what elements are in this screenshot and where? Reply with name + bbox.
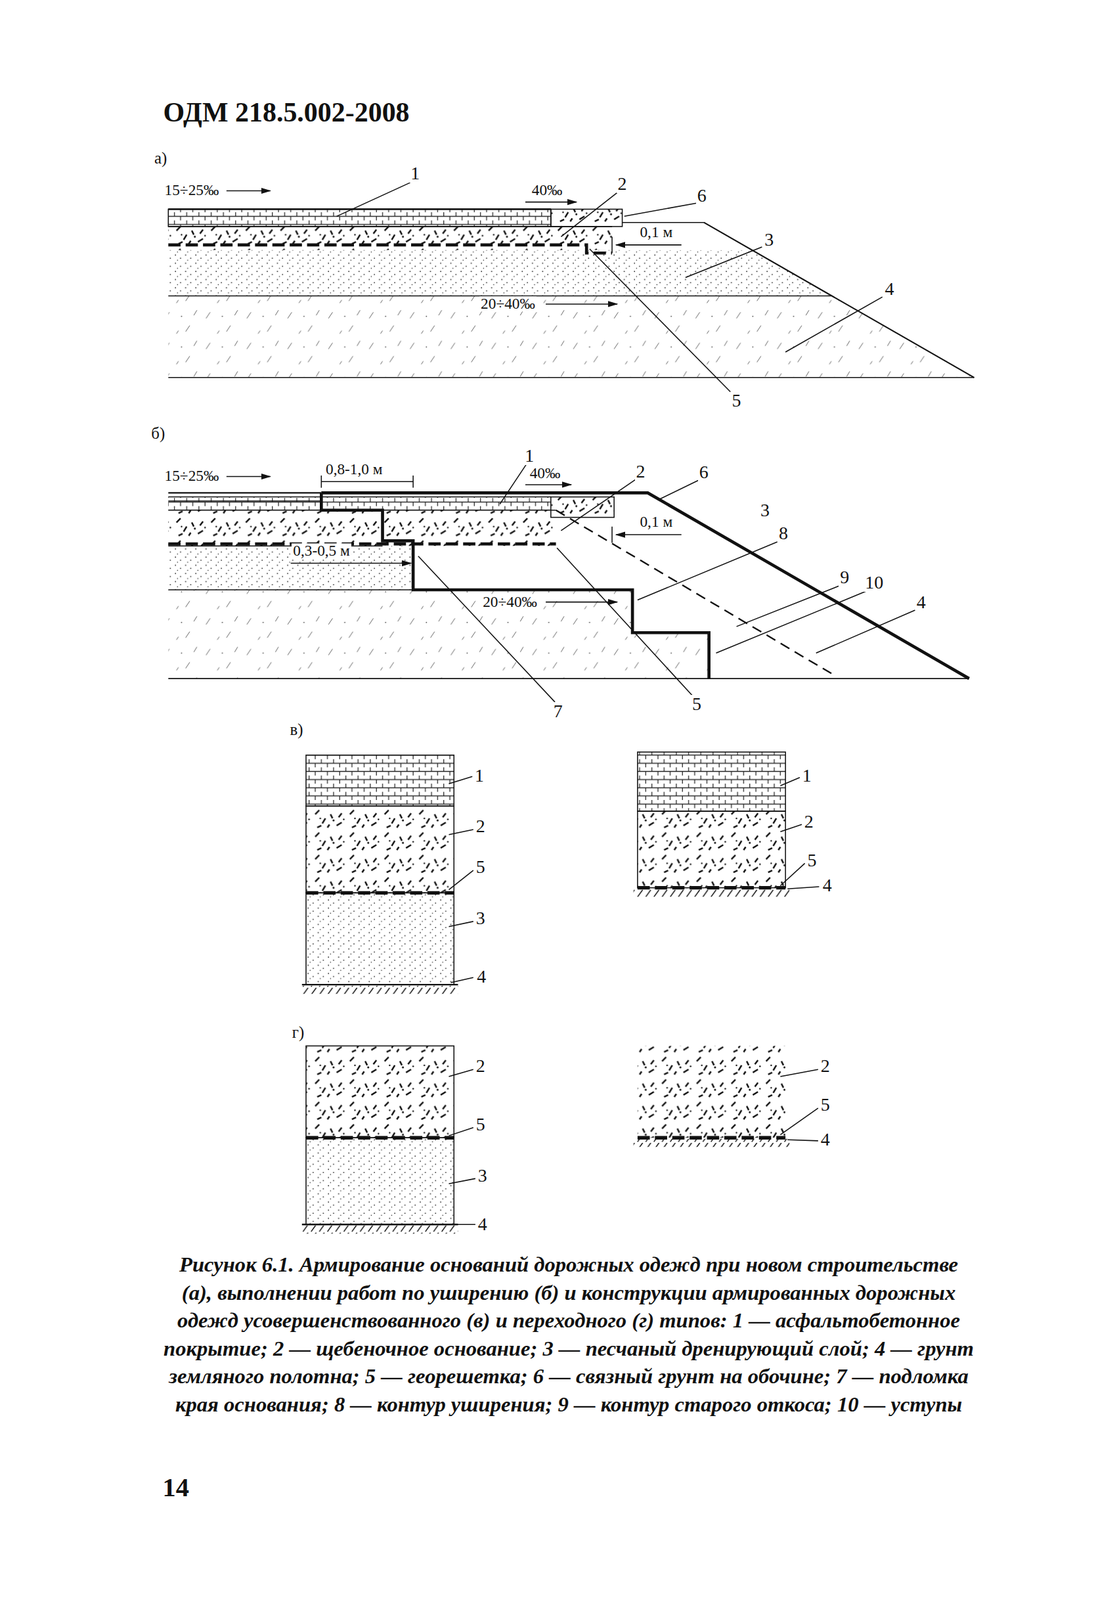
callout-label: г) [290, 1024, 306, 1041]
callout-label: 6 [696, 186, 708, 205]
callout-label: 5 [690, 694, 703, 714]
callout-label: 4 [915, 592, 928, 612]
callout-label: 15÷25‰ [163, 183, 221, 199]
callout-label: 5 [806, 851, 819, 870]
callout-label: 15÷25‰ [163, 468, 221, 484]
callout-label: 5 [474, 1115, 487, 1134]
callout-label: 5 [819, 1095, 832, 1114]
callout-label: 40‰ [528, 465, 563, 481]
callout-label: 3 [763, 230, 775, 249]
callout-label: в) [288, 721, 305, 738]
callout-label: 4 [819, 1130, 832, 1149]
callout-label: 2 [474, 1056, 487, 1075]
callout-label: 4 [883, 279, 896, 299]
callout-label: 1 [523, 446, 536, 465]
callout-label: 0,3-0,5 м [291, 543, 352, 559]
document-code: ОДМ 218.5.002-2008 [163, 99, 410, 127]
section-g [302, 1045, 819, 1234]
callout-label: 40‰ [530, 183, 565, 199]
callout-label: 5 [730, 392, 743, 411]
callout-label: 3 [474, 908, 487, 928]
callout-label: 1 [409, 164, 421, 183]
callout-label: 6 [698, 462, 710, 482]
callout-label: б) [149, 425, 167, 442]
callout-label: 2 [635, 462, 647, 481]
callout-label: 2 [474, 816, 487, 836]
section-a [168, 182, 974, 392]
callout-label: 0,1 м [638, 225, 674, 241]
figure-caption: Рисунок 6.1. Армирование оснований дорож… [163, 1250, 975, 1418]
section-v [302, 751, 820, 994]
callout-label: 4 [475, 967, 488, 986]
callout-label: 4 [821, 876, 834, 895]
callout-label: 5 [474, 857, 487, 877]
callout-label: 0,8-1,0 м [324, 461, 385, 477]
callout-label: 2 [819, 1056, 832, 1075]
callout-label: 2 [616, 174, 629, 194]
callout-label: 20÷40‰ [481, 594, 539, 610]
callout-label: 1 [801, 766, 813, 785]
callout-label: 0,1 м [638, 514, 674, 530]
page-number: 14 [160, 1474, 190, 1501]
callout-label: 1 [473, 766, 486, 785]
callout-label: 10 [863, 573, 885, 592]
section-b [168, 464, 969, 702]
callout-label: 3 [759, 501, 771, 520]
callout-label: 3 [476, 1166, 489, 1185]
callout-label: 8 [777, 524, 790, 543]
callout-label: 20÷40‰ [479, 296, 537, 312]
callout-label: а) [153, 149, 169, 167]
callout-label: 4 [476, 1214, 489, 1234]
callout-label: 7 [552, 701, 565, 721]
callout-label: 9 [838, 568, 851, 587]
callout-label: 2 [803, 812, 815, 831]
